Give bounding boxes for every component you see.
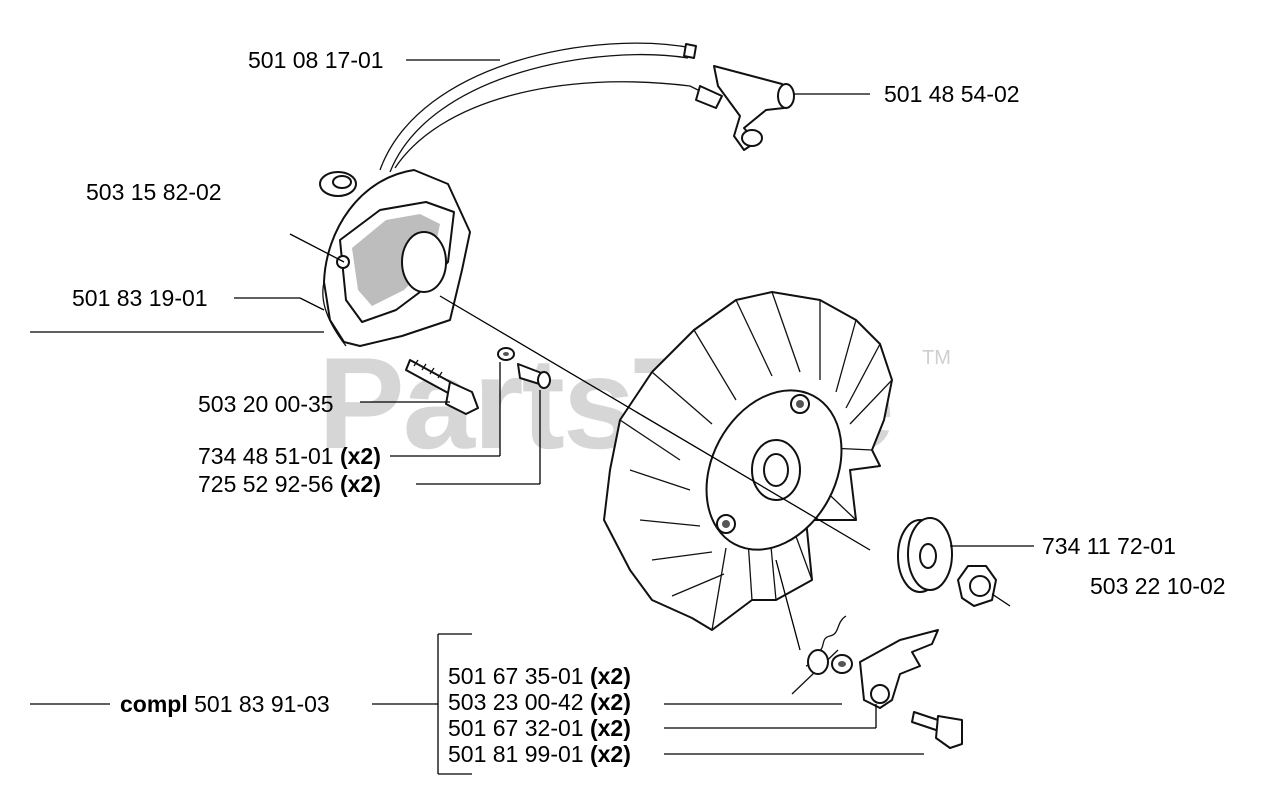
flywheel-washer-drawing [897, 517, 953, 593]
small-screw-drawing [517, 363, 551, 389]
label-503-22-10-02: 503 22 10-02 [1090, 573, 1226, 599]
flywheel-nut-drawing [957, 565, 997, 607]
label-501-67-32-01: 501 67 32-01 (x2) [448, 715, 631, 741]
label-725-52-92-56: 725 52 92-56 (x2) [198, 471, 381, 497]
pawl-washer-drawing [807, 649, 853, 675]
label-503-23-00-42: 503 23 00-42 (x2) [448, 689, 631, 715]
label-501-83-19-01: 501 83 19-01 [72, 285, 208, 311]
grommet-drawing [319, 171, 357, 197]
watermark-trademark: TM [922, 347, 951, 369]
label-501-08-17-01: 501 08 17-01 [248, 47, 384, 73]
flywheel-drawing [603, 291, 893, 631]
module-screw-drawing [405, 359, 479, 415]
label-503-15-82-02: 503 15 82-02 [86, 179, 222, 205]
label-734-11-72-01: 734 11 72-01 [1042, 533, 1176, 559]
label-501-81-99-01: 501 81 99-01 (x2) [448, 741, 631, 767]
label-734-48-51-01: 734 48 51-01 (x2) [198, 443, 381, 469]
spark-plug-boot-drawing [713, 65, 795, 151]
label-503-20-00-35: 503 20 00-35 [198, 391, 334, 417]
leader-lines [30, 59, 1034, 775]
label-compl-501-83-91-03: compl 501 83 91-03 [120, 691, 330, 717]
label-501-67-35-01: 501 67 35-01 (x2) [448, 663, 631, 689]
washer-drawing [497, 347, 515, 361]
pawl-drawing [859, 629, 939, 709]
pawl-screw-drawing [911, 711, 963, 749]
label-501-48-54-02: 501 48 54-02 [884, 81, 1020, 107]
ignition-module-drawing [322, 169, 471, 347]
ignition-cable-drawing [379, 42, 723, 173]
